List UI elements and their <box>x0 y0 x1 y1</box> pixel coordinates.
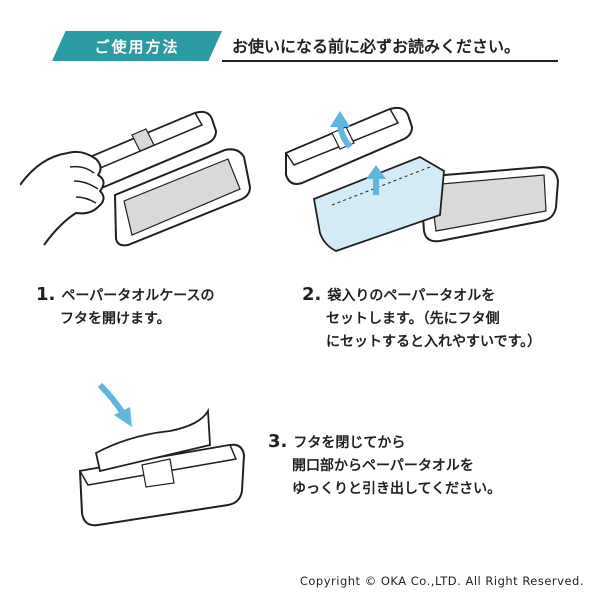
section-tag: ご使用方法 <box>52 31 222 61</box>
step-3-line-3: ゆっくりと引き出してください。 <box>292 481 502 497</box>
step-1-number: 1. <box>36 284 56 305</box>
step-2-line-3: にセットすると入れやすいです。） <box>326 334 542 350</box>
step-3-line-2: 開口部からペーパータオルを <box>292 458 474 474</box>
step-3-line-1: フタを閉じてから <box>293 435 406 451</box>
step-2-illustration <box>284 106 560 252</box>
read-before-use-notice: お使いになる前に必ずお読みください。 <box>232 37 521 56</box>
step-1-text: 1. ペーパータオルケースの フタを開けます。 <box>36 283 215 331</box>
step-1-line-1: ペーパータオルケースの <box>61 288 215 304</box>
header-divider <box>222 60 558 62</box>
step-1-line-2: フタを開けます。 <box>60 311 171 327</box>
copyright-notice: Copyright © OKA Co.,LTD. All Right Reser… <box>299 574 584 588</box>
step-2-text: 2. 袋入りのペーパータオルを セットします。（先にフタ側 にセットすると入れやす… <box>302 283 541 354</box>
step-3-text: 3. フタを閉じてから 開口部からペーパータオルを ゆっくりと引き出してください。 <box>268 430 501 501</box>
step-2-line-2: セットします。（先にフタ側 <box>326 311 500 327</box>
step-2-line-1: 袋入りのペーパータオルを <box>327 288 496 304</box>
step-1-illustration <box>20 110 252 247</box>
step-3-number: 3. <box>268 431 288 452</box>
step-3-illustration <box>78 382 246 527</box>
step-2-number: 2. <box>302 284 322 305</box>
